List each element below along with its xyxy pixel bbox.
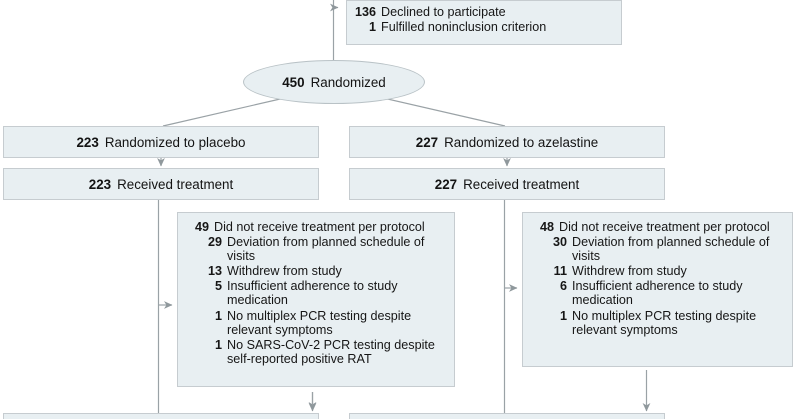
deviation-item: 48 Did not receive treatment per protoco… bbox=[532, 220, 784, 234]
exclusion-label: Fulfilled noninclusion criterion bbox=[381, 20, 547, 35]
deviation-count: 1 bbox=[559, 308, 567, 323]
deviation-label: No multiplex PCR testing despite relevan… bbox=[227, 308, 412, 337]
exclusion-count: 1 bbox=[368, 20, 376, 35]
exclusion-label: Declined to participate bbox=[381, 5, 506, 19]
deviation-count: 1 bbox=[214, 337, 222, 352]
deviation-item: 5 Insufficient adherence to study medica… bbox=[187, 279, 446, 307]
deviation-label: Did not receive treatment per protocol bbox=[559, 220, 770, 234]
deviation-count: 48 bbox=[539, 220, 554, 234]
deviation-item: 49 Did not receive treatment per protoco… bbox=[187, 220, 446, 234]
randomized-count: 450 bbox=[282, 74, 305, 90]
deviation-label: No multiplex PCR testing despite relevan… bbox=[572, 308, 757, 337]
deviation-count: 30 bbox=[552, 235, 567, 250]
deviation-label: Deviation from planned schedule of visit… bbox=[227, 235, 425, 264]
deviation-item: 1 No multiplex PCR testing despite relev… bbox=[532, 309, 784, 337]
deviation-label: Withdrew from study bbox=[572, 264, 687, 279]
placebo-allocation-row: 223 Randomized to placebo bbox=[76, 135, 245, 150]
placebo-treated-text: Received treatment bbox=[117, 176, 234, 192]
deviation-item: 1 No SARS-CoV-2 PCR testing despite self… bbox=[187, 338, 446, 366]
placebo-received-treatment-box: 223 Received treatment bbox=[3, 168, 319, 200]
placebo-allocation-text: Randomized to placebo bbox=[104, 134, 246, 150]
randomized-ellipse: 450 Randomized bbox=[243, 60, 425, 104]
exclusion-count: 136 bbox=[354, 5, 376, 19]
deviation-count: 6 bbox=[559, 279, 567, 294]
deviation-label: Insufficient adherence to study medicati… bbox=[572, 279, 743, 308]
deviation-item: 29 Deviation from planned schedule of vi… bbox=[187, 235, 446, 263]
randomized-text: Randomized bbox=[310, 74, 386, 90]
deviation-count: 5 bbox=[214, 279, 222, 294]
deviation-count: 29 bbox=[207, 235, 222, 250]
placebo-allocation-count: 223 bbox=[76, 134, 99, 150]
placebo-treated-count: 223 bbox=[88, 176, 112, 192]
exclusions-box: 136 Declined to participate 1 Fulfilled … bbox=[346, 0, 622, 45]
deviation-label: Deviation from planned schedule of visit… bbox=[572, 235, 770, 264]
deviation-item: 1 No multiplex PCR testing despite relev… bbox=[187, 309, 446, 337]
azelastine-allocation-row: 227 Randomized to azelastine bbox=[416, 135, 598, 150]
deviation-item: 13 Withdrew from study bbox=[187, 264, 446, 278]
azelastine-allocation-count: 227 bbox=[415, 134, 439, 150]
azelastine-next-box-partial bbox=[349, 413, 665, 419]
placebo-next-box-partial bbox=[3, 413, 319, 419]
azelastine-protocol-deviation-box: 48 Did not receive treatment per protoco… bbox=[522, 212, 793, 367]
deviation-count: 1 bbox=[214, 308, 222, 323]
placebo-protocol-deviation-box: 49 Did not receive treatment per protoco… bbox=[177, 212, 455, 387]
azelastine-allocation-text: Randomized to azelastine bbox=[444, 134, 599, 150]
deviation-label: Withdrew from study bbox=[227, 264, 342, 279]
placebo-treated-row: 223 Received treatment bbox=[89, 177, 233, 192]
azelastine-treated-text: Received treatment bbox=[463, 176, 580, 192]
exclusion-item: 1 Fulfilled noninclusion criterion bbox=[354, 20, 615, 34]
deviation-label: No SARS-CoV-2 PCR testing despite self-r… bbox=[227, 337, 435, 366]
deviation-item: 11 Withdrew from study bbox=[532, 264, 784, 278]
placebo-allocation-box: 223 Randomized to placebo bbox=[3, 126, 319, 158]
deviation-item: 6 Insufficient adherence to study medica… bbox=[532, 279, 784, 307]
randomized-label-row: 450 Randomized bbox=[282, 75, 386, 90]
deviation-count: 49 bbox=[194, 220, 209, 234]
deviation-count: 13 bbox=[207, 264, 222, 279]
deviation-label: Insufficient adherence to study medicati… bbox=[227, 279, 398, 308]
exclusion-item: 136 Declined to participate bbox=[354, 5, 615, 19]
azelastine-treated-row: 227 Received treatment bbox=[435, 177, 579, 192]
azelastine-allocation-box: 227 Randomized to azelastine bbox=[349, 126, 665, 158]
deviation-item: 30 Deviation from planned schedule of vi… bbox=[532, 235, 784, 263]
deviation-label: Did not receive treatment per protocol bbox=[214, 220, 425, 234]
azelastine-received-treatment-box: 227 Received treatment bbox=[349, 168, 665, 200]
azelastine-treated-count: 227 bbox=[434, 176, 458, 192]
deviation-count: 11 bbox=[553, 264, 567, 279]
